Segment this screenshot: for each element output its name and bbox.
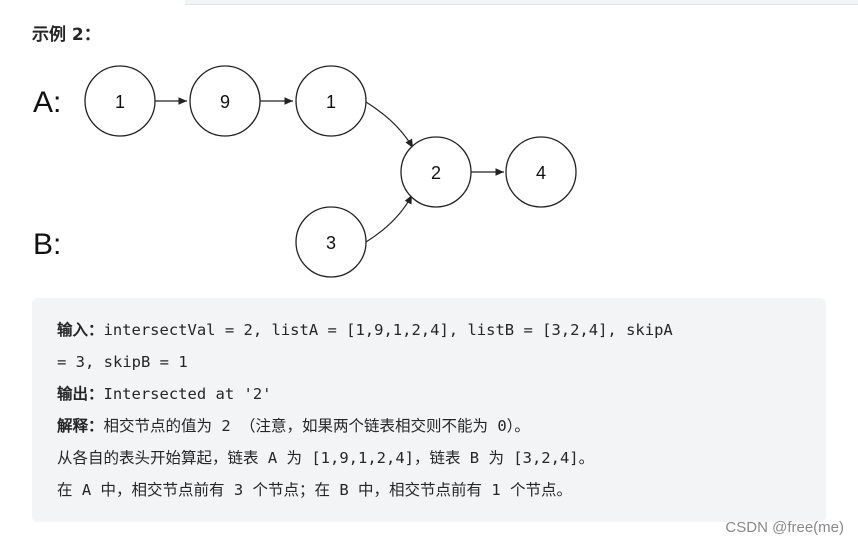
output-value: Intersected at '2' xyxy=(103,385,272,403)
intersection-node: 2 xyxy=(400,136,472,208)
csdn-watermark: CSDN @free(me) xyxy=(725,519,844,536)
list-node: 9 xyxy=(189,65,261,137)
output-line: 输出：Intersected at '2' xyxy=(57,378,802,410)
node-value: 4 xyxy=(536,163,546,183)
output-key: 输出： xyxy=(57,385,104,403)
list-node: 1 xyxy=(84,65,156,137)
example-heading: 示例 2： xyxy=(32,25,101,45)
input-value: intersectVal = 2, listA = [1,9,1,2,4], l… xyxy=(103,321,673,339)
edge-b1-shared1 xyxy=(365,194,413,243)
node-value: 9 xyxy=(220,92,230,112)
node-value: 2 xyxy=(431,163,441,183)
input-continuation-line: = 3, skipB = 1 xyxy=(57,353,188,371)
explanation-key: 解释： xyxy=(57,417,104,435)
list-b-label: B: xyxy=(33,228,61,261)
list-node: 3 xyxy=(295,206,367,278)
node-value: 3 xyxy=(326,233,336,253)
top-border-bar xyxy=(185,0,858,5)
example-code-block: 输入：intersectVal = 2, listA = [1,9,1,2,4]… xyxy=(32,298,826,522)
explanation-text: 相交节点的值为 2 （注意，如果两个链表相交则不能为 0）。 xyxy=(103,417,530,435)
linked-list-intersection-diagram: A: B: 1 9 1 2 4 3 xyxy=(33,65,577,278)
explanation-line-3: 在 A 中，相交节点前有 3 个节点；在 B 中，相交节点前有 1 个节点。 xyxy=(57,481,572,499)
edge-a3-shared1 xyxy=(365,101,414,149)
list-a-label: A: xyxy=(33,86,61,119)
list-node: 1 xyxy=(295,65,367,137)
node-value: 1 xyxy=(326,92,336,112)
input-line: 输入：intersectVal = 2, listA = [1,9,1,2,4]… xyxy=(57,314,802,346)
node-value: 1 xyxy=(115,92,125,112)
list-node: 4 xyxy=(505,136,577,208)
input-key: 输入： xyxy=(57,321,104,339)
explanation-line: 解释：相交节点的值为 2 （注意，如果两个链表相交则不能为 0）。 xyxy=(57,410,802,442)
explanation-line-2: 从各自的表头开始算起，链表 A 为 [1,9,1,2,4]，链表 B 为 [3,… xyxy=(57,449,595,467)
